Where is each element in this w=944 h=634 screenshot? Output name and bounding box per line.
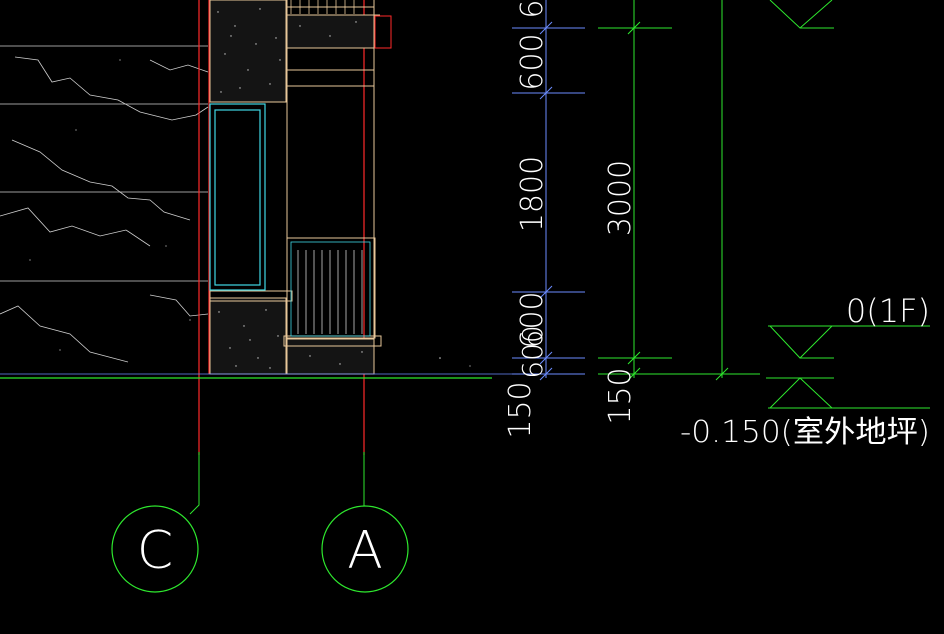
level-marker-outdoor — [766, 377, 930, 409]
dimension-labels-blue: 600 600 1800 600 600 150 — [503, 0, 550, 439]
level-marker-top — [769, 0, 834, 29]
masonry-top — [209, 0, 287, 103]
dim-blue-1800: 1800 — [515, 156, 550, 232]
window — [209, 103, 266, 291]
section-marker — [374, 15, 392, 49]
dim-green-150: 150 — [603, 367, 638, 424]
level-label-1f: 0(1F) — [846, 292, 930, 330]
roof-railing — [290, 0, 355, 14]
axis-bubble-c — [111, 505, 199, 593]
masonry-bottom — [209, 297, 287, 375]
dimension-labels-green: 3000 150 — [603, 160, 638, 425]
dim-green-3000: 3000 — [603, 160, 638, 236]
axis-leaders — [189, 452, 365, 515]
axis-bubble-a — [321, 505, 409, 593]
dimension-chain-green — [598, 0, 760, 381]
masonry-speckle — [29, 8, 471, 369]
dim-blue-150: 150 — [503, 381, 538, 438]
axis-label-c: C — [137, 521, 173, 581]
dim-blue-600-top: 600 — [515, 0, 550, 19]
axis-label-a: A — [347, 521, 383, 581]
level-label-outdoor: -0.150(室外地坪) — [680, 415, 930, 450]
dim-blue-600-upper: 600 — [515, 33, 550, 90]
dim-blue-600-bottom: 600 — [516, 325, 549, 378]
level-marker-1f — [768, 325, 930, 359]
grid-axis-lines — [198, 0, 365, 455]
door-grille — [290, 241, 371, 337]
dim-blue-600-mid: 600 — [515, 291, 550, 348]
building-elevation — [209, 0, 382, 375]
dimension-chain-blue — [512, 0, 585, 381]
